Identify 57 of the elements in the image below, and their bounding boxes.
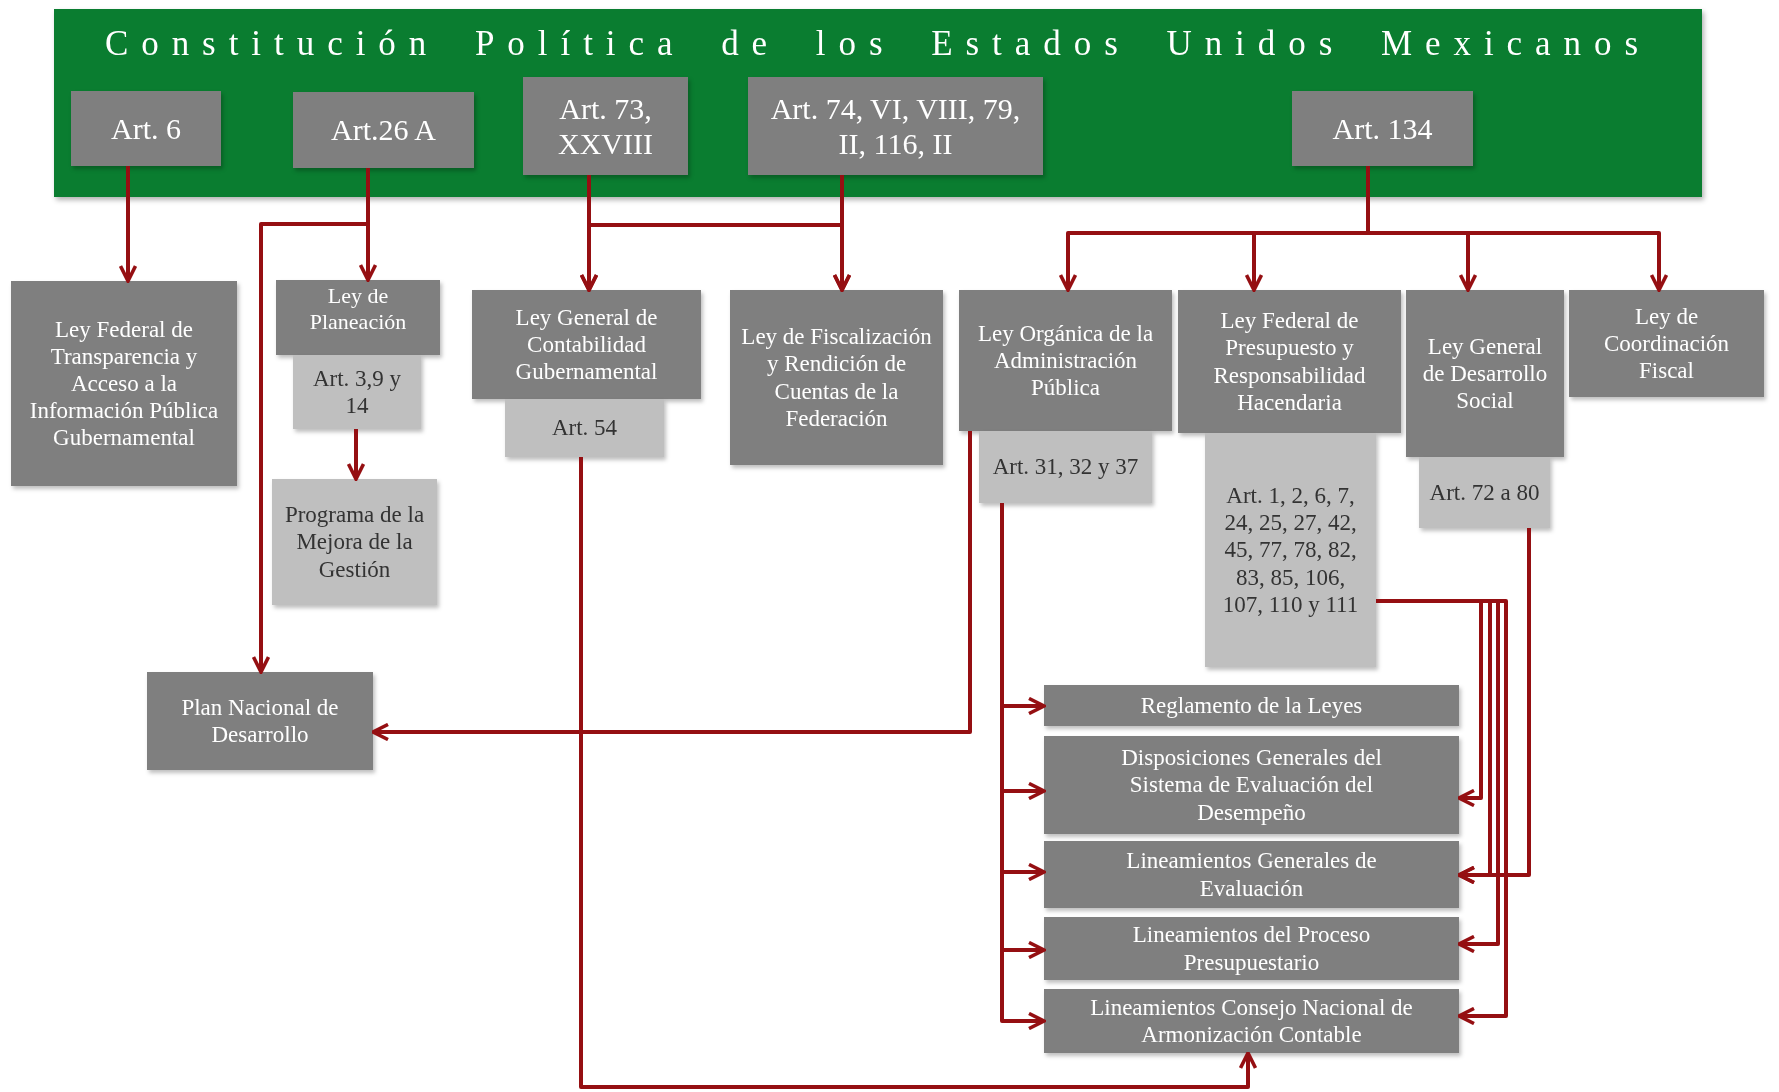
arrow — [371, 431, 972, 742]
article-box — [293, 355, 421, 429]
article-box — [523, 77, 688, 175]
box-label: Art. 74, VI, VIII, 79, II, 116, II — [769, 90, 1022, 162]
box-label: Plan Nacional de Desarrollo — [180, 693, 340, 749]
box-label: Ley Federal de Presupuesto y Responsabilidad Hacendaria — [1212, 307, 1367, 416]
box-label: Ley General de Contabilidad Gubernamental — [514, 303, 659, 386]
regulation-box — [1044, 917, 1459, 980]
article-box — [1419, 457, 1550, 528]
constitution-banner — [54, 9, 1702, 197]
box-label: Ley General de Desarrollo Social — [1421, 332, 1549, 415]
law-box — [276, 280, 440, 355]
article-box — [71, 91, 221, 166]
box-label: Ley Orgánica de la Administración Pública — [976, 319, 1155, 402]
program-box — [272, 479, 437, 605]
box-label: Reglamento de la Leyes — [1140, 691, 1363, 720]
box-label: Lineamientos Generales de Evaluación — [1125, 847, 1378, 902]
regulation-box — [1044, 685, 1459, 726]
box-label: Programa de la Mejora de la Gestión — [283, 501, 426, 583]
regulation-box — [1044, 736, 1459, 834]
regulation-box — [1044, 841, 1459, 908]
box-label: Ley Federal de Transparencia y Acceso a la Información Pública Gubernamental — [28, 315, 220, 452]
box-label: Ley de Planeación — [308, 283, 408, 335]
box-label: Art. 3,9 y 14 — [311, 364, 403, 420]
box-label: Art. 54 — [551, 414, 618, 442]
law-box — [1569, 290, 1764, 397]
box-label: Lineamientos Consejo Nacional de Armonización Contable — [1089, 993, 1414, 1049]
law-box — [1178, 290, 1401, 433]
banner-title: Constitución Política de los Estados Unidos Mexicanos — [104, 23, 1652, 65]
article-box — [1205, 433, 1376, 667]
law-box — [11, 281, 237, 486]
box-label: Art. 72 a 80 — [1429, 478, 1540, 507]
box-label: Art. 31, 32 y 37 — [992, 453, 1139, 481]
box-label: Art. 1, 2, 6, 7, 24, 25, 27, 42, 45, 77, 78, 82, 83, 85, 106, 107, 110 y 111 — [1221, 482, 1360, 618]
box-label: Art.26 A — [331, 112, 436, 148]
arrow — [346, 429, 366, 481]
arrow — [118, 166, 138, 283]
box-label: Ley de Fiscalización y Rendición de Cuentas de la Federación — [740, 323, 933, 432]
box-label: Art. 134 — [1332, 110, 1433, 147]
box-label: Art. 73, XXVIII — [557, 90, 654, 162]
article-box — [505, 399, 664, 457]
box-label: Ley de Coordinación Fiscal — [1602, 302, 1731, 385]
law-box — [730, 290, 943, 465]
article-box — [293, 92, 474, 168]
plan-box — [147, 672, 373, 770]
law-box — [1406, 290, 1564, 457]
arrow — [579, 457, 1258, 1089]
regulation-box — [1044, 989, 1459, 1053]
box-label: Disposiciones Generales del Sistema de Evaluación del Desempeño — [1120, 744, 1383, 826]
arrow — [1457, 528, 1531, 885]
article-box — [748, 77, 1043, 175]
box-label: Lineamientos del Proceso Presupuestario — [1131, 921, 1372, 976]
law-box — [959, 290, 1172, 431]
law-box — [472, 290, 701, 399]
article-box — [1292, 91, 1473, 166]
box-label: Art. 6 — [111, 110, 181, 147]
article-box — [979, 431, 1152, 503]
